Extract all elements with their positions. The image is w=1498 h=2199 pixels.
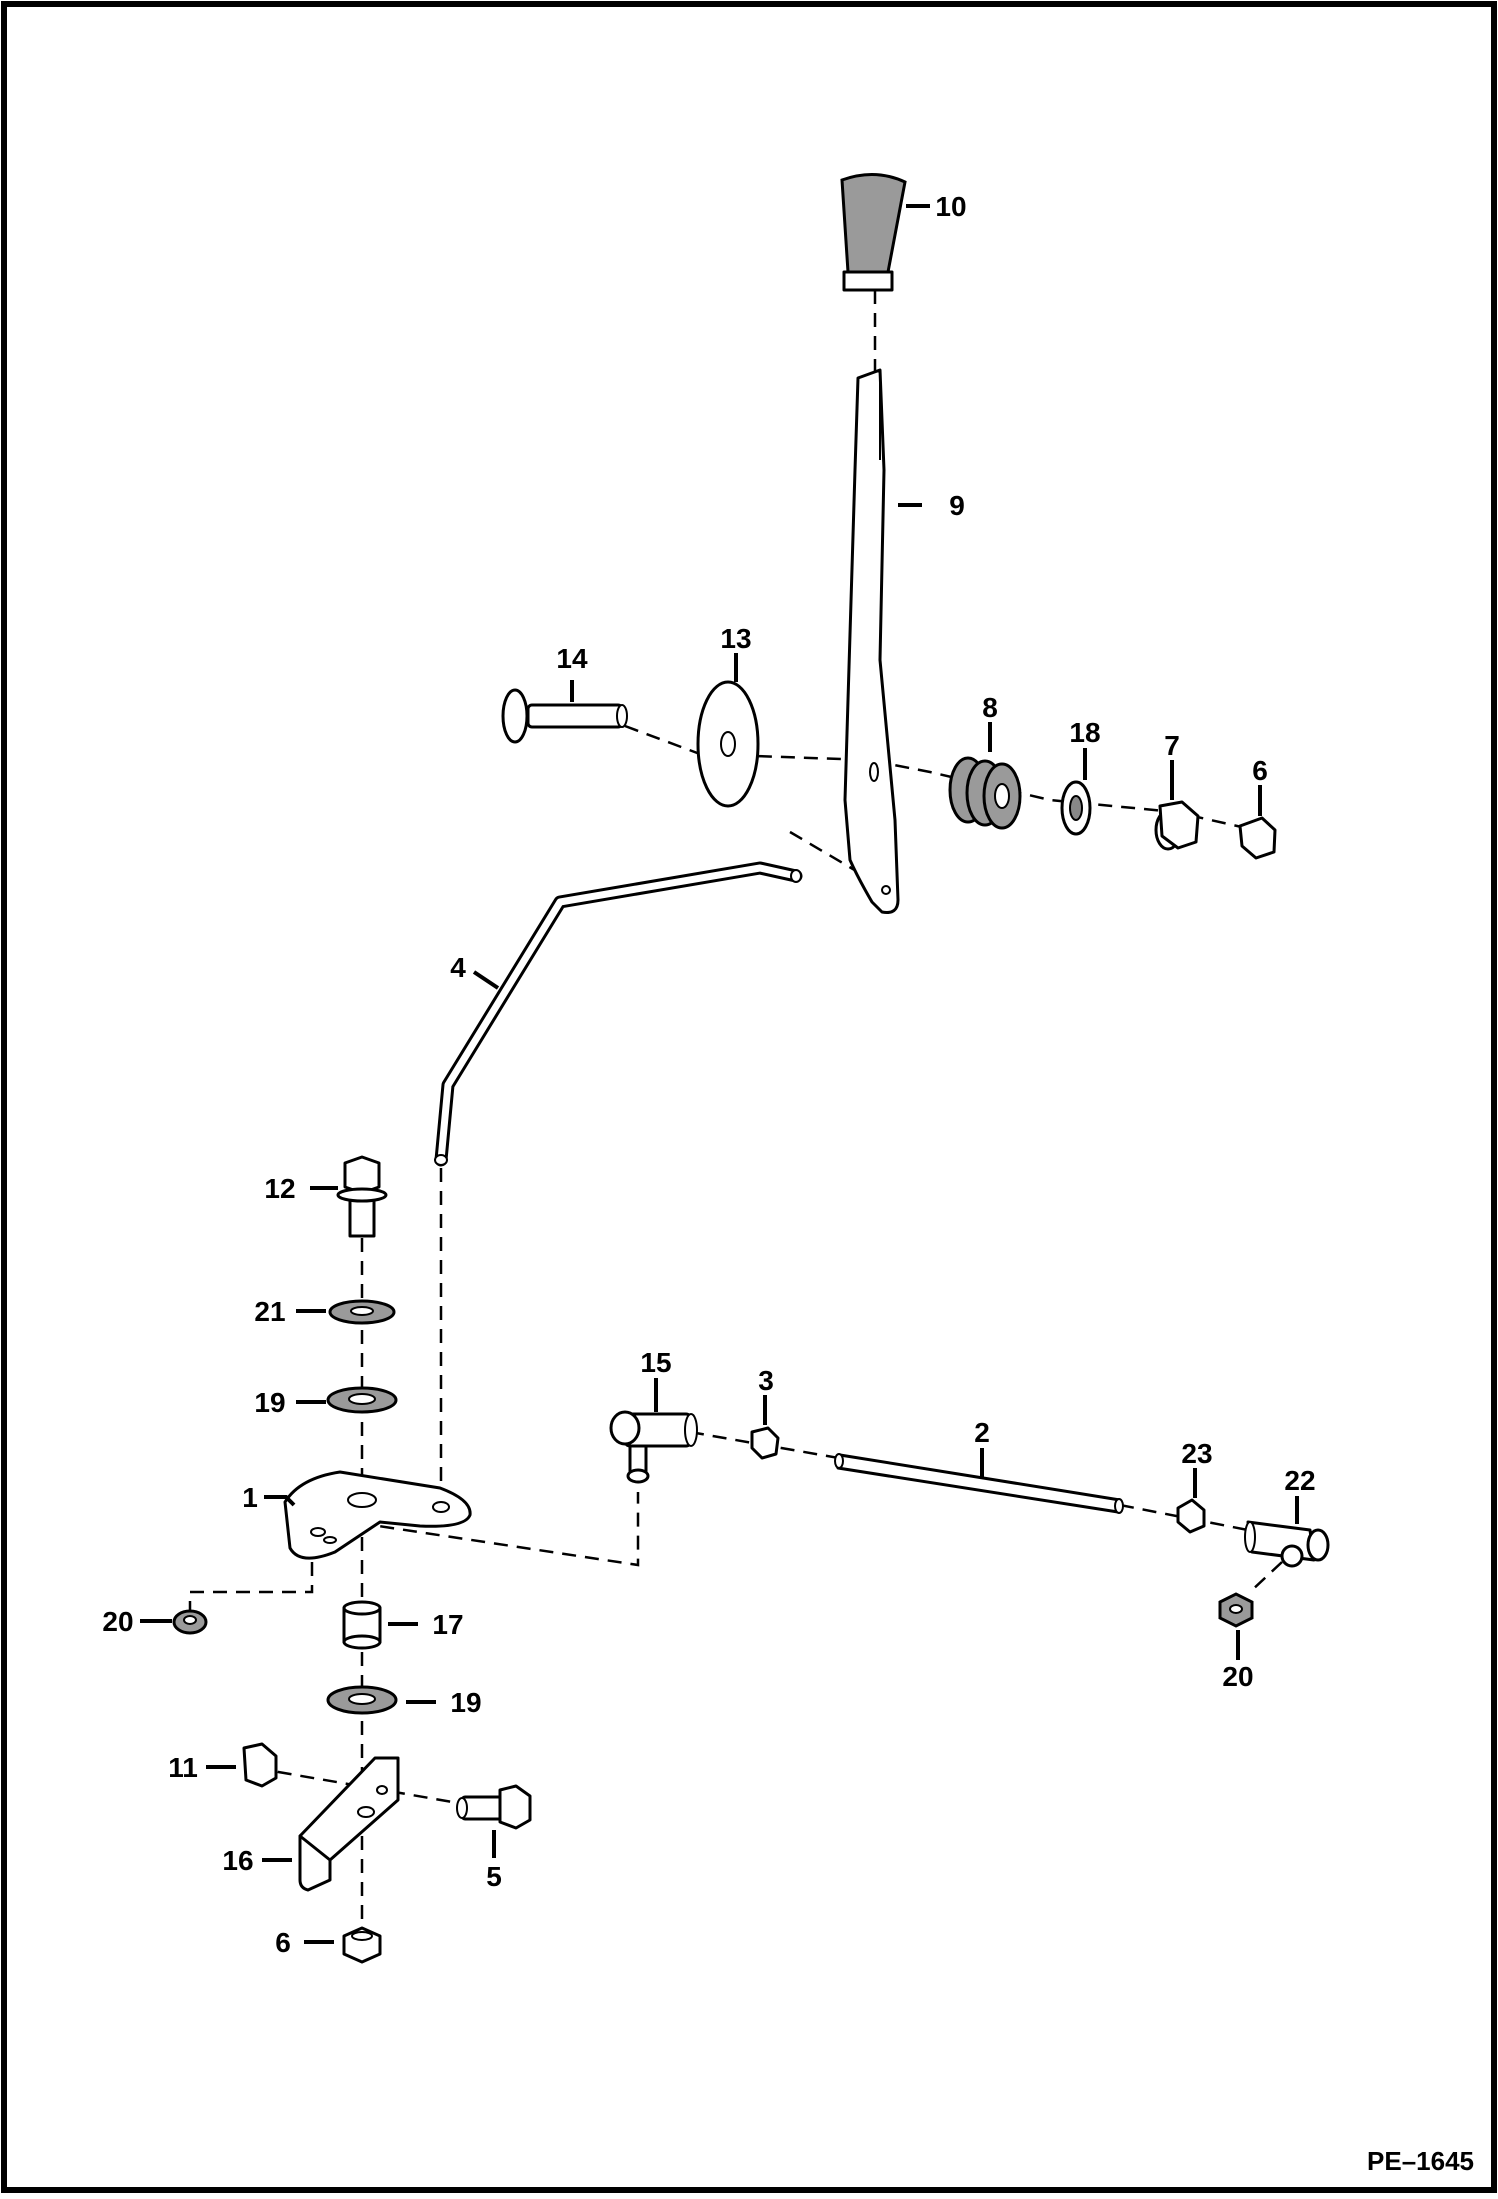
nut-part-20-right bbox=[1218, 1592, 1254, 1628]
callout-17: 17 bbox=[432, 1609, 463, 1640]
bolt-part-12 bbox=[336, 1155, 388, 1238]
bolt-part-5 bbox=[456, 1784, 532, 1830]
ball-joint-part-22 bbox=[1244, 1520, 1330, 1568]
washer-part-21 bbox=[328, 1299, 396, 1325]
nut-part-20-left bbox=[172, 1609, 208, 1635]
callout-6-top: 6 bbox=[1252, 755, 1268, 786]
callout-4: 4 bbox=[450, 952, 466, 983]
callout-9: 9 bbox=[949, 490, 965, 521]
knob-part-10 bbox=[840, 172, 907, 292]
callout-6-bottom: 6 bbox=[275, 1927, 291, 1958]
bolt-part-14 bbox=[501, 688, 628, 744]
washer-part-19-bottom bbox=[326, 1685, 398, 1715]
figure-code: PE–1645 bbox=[1367, 2146, 1474, 2176]
callout-18: 18 bbox=[1069, 717, 1100, 748]
spring-part-8 bbox=[948, 756, 1022, 830]
callout-2: 2 bbox=[974, 1417, 990, 1448]
ball-joint-part-15 bbox=[609, 1410, 698, 1484]
washer-part-18 bbox=[1060, 780, 1092, 836]
callout-16: 16 bbox=[222, 1845, 253, 1876]
bracket-part-16 bbox=[298, 1756, 400, 1892]
callout-7: 7 bbox=[1164, 730, 1180, 761]
callout-19-bottom: 19 bbox=[450, 1687, 481, 1718]
spacer-part-17 bbox=[342, 1600, 382, 1650]
callout-21: 21 bbox=[254, 1296, 285, 1327]
callout-20-right: 20 bbox=[1222, 1661, 1253, 1692]
callout-3: 3 bbox=[758, 1365, 774, 1396]
nut-part-3 bbox=[750, 1426, 780, 1460]
nut-part-11 bbox=[242, 1742, 278, 1788]
callout-8: 8 bbox=[982, 692, 998, 723]
callout-5: 5 bbox=[486, 1861, 502, 1892]
callout-labels: 10 9 14 13 8 18 7 6 4 12 21 19 15 3 2 23… bbox=[102, 191, 1315, 1958]
callout-13: 13 bbox=[720, 623, 751, 654]
nut-part-6-bottom bbox=[342, 1926, 382, 1964]
callout-10: 10 bbox=[935, 191, 966, 222]
callout-22: 22 bbox=[1284, 1465, 1315, 1496]
callout-1: 1 bbox=[242, 1482, 258, 1513]
threaded-rod-part-2 bbox=[834, 1453, 1124, 1514]
bracket-part-1 bbox=[283, 1470, 472, 1560]
callout-15: 15 bbox=[640, 1347, 671, 1378]
nut-part-6-top bbox=[1238, 816, 1277, 860]
lever-part-9 bbox=[843, 368, 900, 914]
callout-19-top: 19 bbox=[254, 1387, 285, 1418]
callout-23: 23 bbox=[1181, 1438, 1212, 1469]
leader-lines bbox=[140, 204, 1299, 1944]
callout-12: 12 bbox=[264, 1173, 295, 1204]
callout-14: 14 bbox=[556, 643, 588, 674]
washer-part-13 bbox=[696, 680, 760, 808]
callout-11: 11 bbox=[168, 1752, 198, 1783]
callout-20-left: 20 bbox=[102, 1606, 133, 1637]
washer-part-19-top bbox=[326, 1386, 398, 1414]
nut-part-23 bbox=[1176, 1498, 1206, 1534]
rod-part-4 bbox=[434, 861, 803, 1167]
nut-part-7 bbox=[1154, 800, 1200, 851]
